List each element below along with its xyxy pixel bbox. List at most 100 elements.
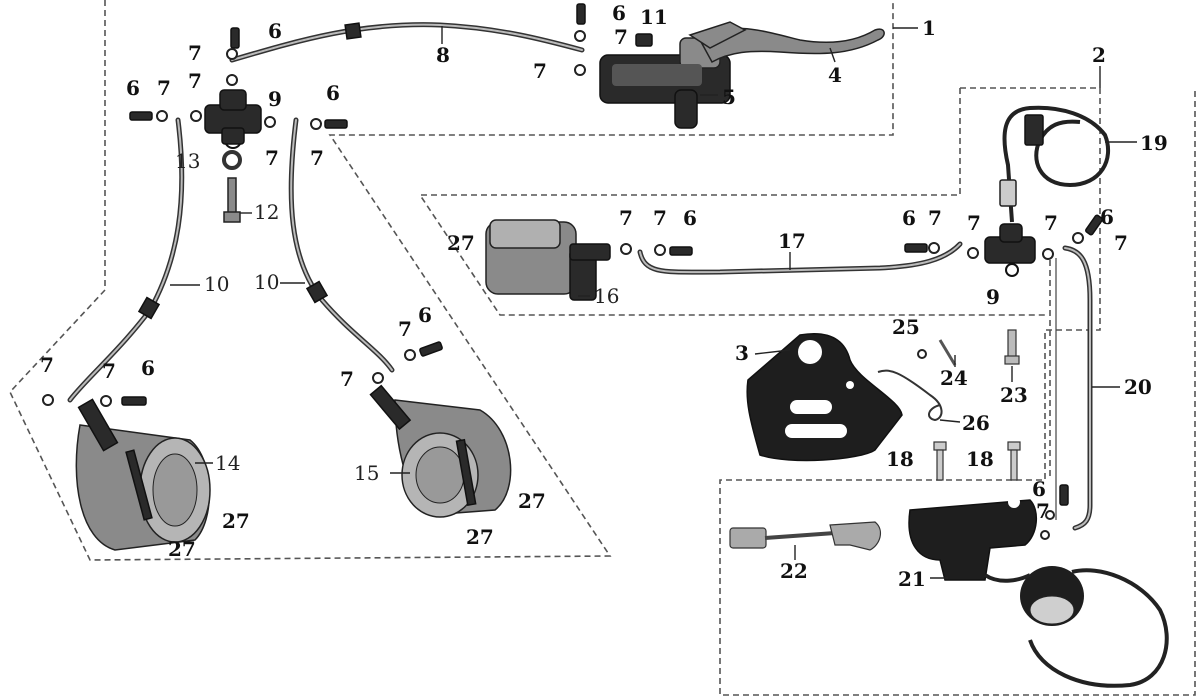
brake-hose-10-left — [67, 117, 185, 403]
brake-hose-20 — [1062, 245, 1093, 531]
washer-7-l — [404, 349, 416, 361]
group-outline-1 — [9, 0, 894, 561]
label-7-q: 7 — [102, 359, 116, 383]
front-caliper-right — [369, 384, 512, 518]
label-27-b: 27 — [222, 509, 250, 533]
label-16: 16 — [594, 284, 619, 308]
label-25: 25 — [892, 315, 920, 339]
washer-7-m — [620, 243, 632, 255]
label-7-e: 7 — [310, 146, 324, 170]
label-6-j: 6 — [1032, 477, 1046, 501]
label-27-d: 27 — [518, 489, 546, 513]
label-7-p: 7 — [40, 353, 54, 377]
label-17: 17 — [778, 229, 806, 253]
label-7-j: 7 — [928, 206, 942, 230]
bleeder-23 — [1004, 329, 1020, 365]
label-6-c: 6 — [126, 76, 140, 100]
label-11: 11 — [640, 5, 668, 29]
washer-7-b — [226, 74, 238, 86]
label-18-a: 18 — [886, 447, 914, 471]
label-8: 8 — [436, 43, 450, 67]
rear-master-cylinder — [908, 492, 1037, 581]
label-27-a: 27 — [447, 231, 475, 255]
brake-fluid-reservoir — [983, 566, 1169, 688]
label-7-i: 7 — [653, 206, 667, 230]
label-15: 15 — [354, 461, 379, 485]
label-6-a: 6 — [268, 19, 282, 43]
label-18-b: 18 — [966, 447, 994, 471]
junction-block-front — [204, 89, 262, 149]
label-3: 3 — [735, 341, 749, 365]
group-outline-rear — [418, 88, 1045, 316]
leader-26 — [939, 419, 961, 423]
brake-hose-8 — [229, 22, 585, 63]
mounting-bracket — [746, 333, 903, 462]
brake-hose-17 — [637, 241, 963, 275]
bolt-top-8 — [230, 27, 240, 49]
label-2: 2 — [1092, 43, 1106, 67]
label-27-c: 27 — [168, 537, 196, 561]
washer-13 — [222, 150, 242, 170]
bolt-right-junction — [324, 119, 348, 129]
washer-7-r — [1072, 232, 1084, 244]
washer-7-a — [226, 48, 238, 60]
label-12: 12 — [254, 200, 279, 224]
label-1: 1 — [922, 16, 936, 40]
washer-7-e — [264, 116, 276, 128]
label-6-i: 6 — [141, 356, 155, 380]
label-20: 20 — [1124, 375, 1152, 399]
rear-caliper — [485, 219, 611, 301]
label-7-g: 7 — [533, 59, 547, 83]
brake-rod-linkage — [729, 521, 882, 551]
label-7-h: 7 — [619, 206, 633, 230]
label-14: 14 — [215, 451, 240, 475]
washer-7-k — [372, 372, 384, 384]
leader-3 — [754, 349, 791, 355]
bolt-rear-junction-left — [904, 243, 928, 253]
bolt-top-master — [576, 3, 586, 25]
washer-7-g — [574, 30, 586, 42]
label-24: 24 — [940, 366, 968, 390]
label-6-h: 6 — [418, 303, 432, 327]
label-10-a: 10 — [204, 272, 229, 296]
label-6-d: 6 — [326, 81, 340, 105]
washer-7-h — [574, 64, 586, 76]
label-21: 21 — [898, 567, 926, 591]
spring-26 — [877, 369, 943, 422]
bolt-right-caliper — [419, 341, 443, 357]
label-7-a: 7 — [188, 41, 202, 65]
leader-4 — [829, 47, 836, 63]
front-caliper-left — [75, 398, 211, 551]
brake-lever-front — [688, 21, 885, 64]
label-9-b: 9 — [986, 285, 1000, 309]
bolt-left-caliper — [121, 396, 147, 406]
label-7-d: 7 — [265, 146, 279, 170]
label-7-b: 7 — [188, 69, 202, 93]
label-7-l: 7 — [1044, 211, 1058, 235]
washer-7-n — [654, 244, 666, 256]
label-5: 5 — [722, 85, 736, 109]
label-19: 19 — [1140, 131, 1168, 155]
label-23: 23 — [1000, 383, 1028, 407]
washer-7-c — [156, 110, 168, 122]
washer-7-f — [310, 118, 322, 130]
washer-7-s — [1045, 510, 1055, 520]
bleeder-bolt-12 — [223, 177, 241, 223]
junction-block-rear — [984, 223, 1036, 277]
washer-7-q — [1042, 248, 1054, 260]
label-26: 26 — [962, 411, 990, 435]
label-7-n: 7 — [398, 317, 412, 341]
label-7-r: 7 — [1036, 499, 1050, 523]
bolt-rear-master — [1059, 484, 1069, 506]
washer-25 — [917, 349, 927, 359]
washer-7-p — [967, 247, 979, 259]
label-22: 22 — [780, 559, 808, 583]
brake-switch-cable — [999, 105, 1111, 223]
label-7-c: 7 — [157, 76, 171, 100]
label-10-b: 10 — [254, 270, 279, 294]
bolt-24 — [938, 339, 957, 366]
label-7-o: 7 — [340, 367, 354, 391]
washer-7-o — [928, 242, 940, 254]
bolt-18-left — [933, 441, 947, 481]
